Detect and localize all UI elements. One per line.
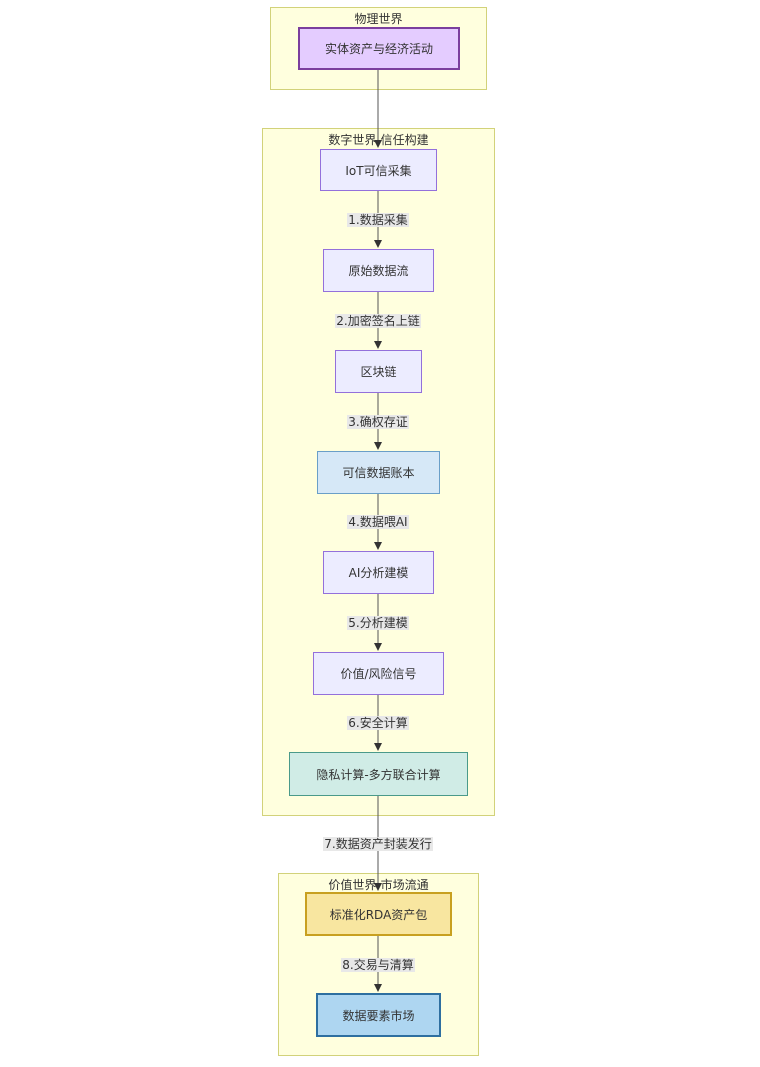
edge-label: 6.安全计算 [278,714,478,731]
edge-label: 4.数据喂AI [278,513,478,530]
node-iot-collection[interactable]: IoT可信采集 [320,149,437,191]
edge-label-text: 8.交易与清算 [341,958,415,972]
edge-label-text: 1.数据采集 [347,213,409,227]
node-raw-data-stream[interactable]: 原始数据流 [323,249,434,292]
edge-label: 1.数据采集 [278,211,478,228]
edge-label: 5.分析建模 [278,614,478,631]
edge-label-text: 2.加密签名上链 [335,314,421,328]
cluster-title: 物理世界 [354,12,403,26]
node-physical-asset[interactable]: 实体资产与经济活动 [298,27,460,70]
node-trusted-ledger[interactable]: 可信数据账本 [317,451,440,494]
edge-label-text: 5.分析建模 [347,616,409,630]
node-privacy-computing[interactable]: 隐私计算-多方联合计算 [289,752,468,796]
edge-label-text: 3.确权存证 [347,415,409,429]
node-value-risk-signal[interactable]: 价值/风险信号 [313,652,444,695]
node-rda-asset-package[interactable]: 标准化RDA资产包 [305,892,452,936]
node-data-market[interactable]: 数据要素市场 [316,993,441,1037]
edge-label-text: 7.数据资产封装发行 [323,837,433,851]
edge-label: 7.数据资产封装发行 [278,835,478,852]
node-blockchain[interactable]: 区块链 [335,350,422,393]
edge-label: 8.交易与清算 [278,956,478,973]
edge-label-text: 6.安全计算 [347,716,409,730]
edge-label: 3.确权存证 [278,413,478,430]
edge-label-text: 4.数据喂AI [347,515,409,529]
edge-label: 2.加密签名上链 [278,312,478,329]
node-ai-modeling[interactable]: AI分析建模 [323,551,434,594]
